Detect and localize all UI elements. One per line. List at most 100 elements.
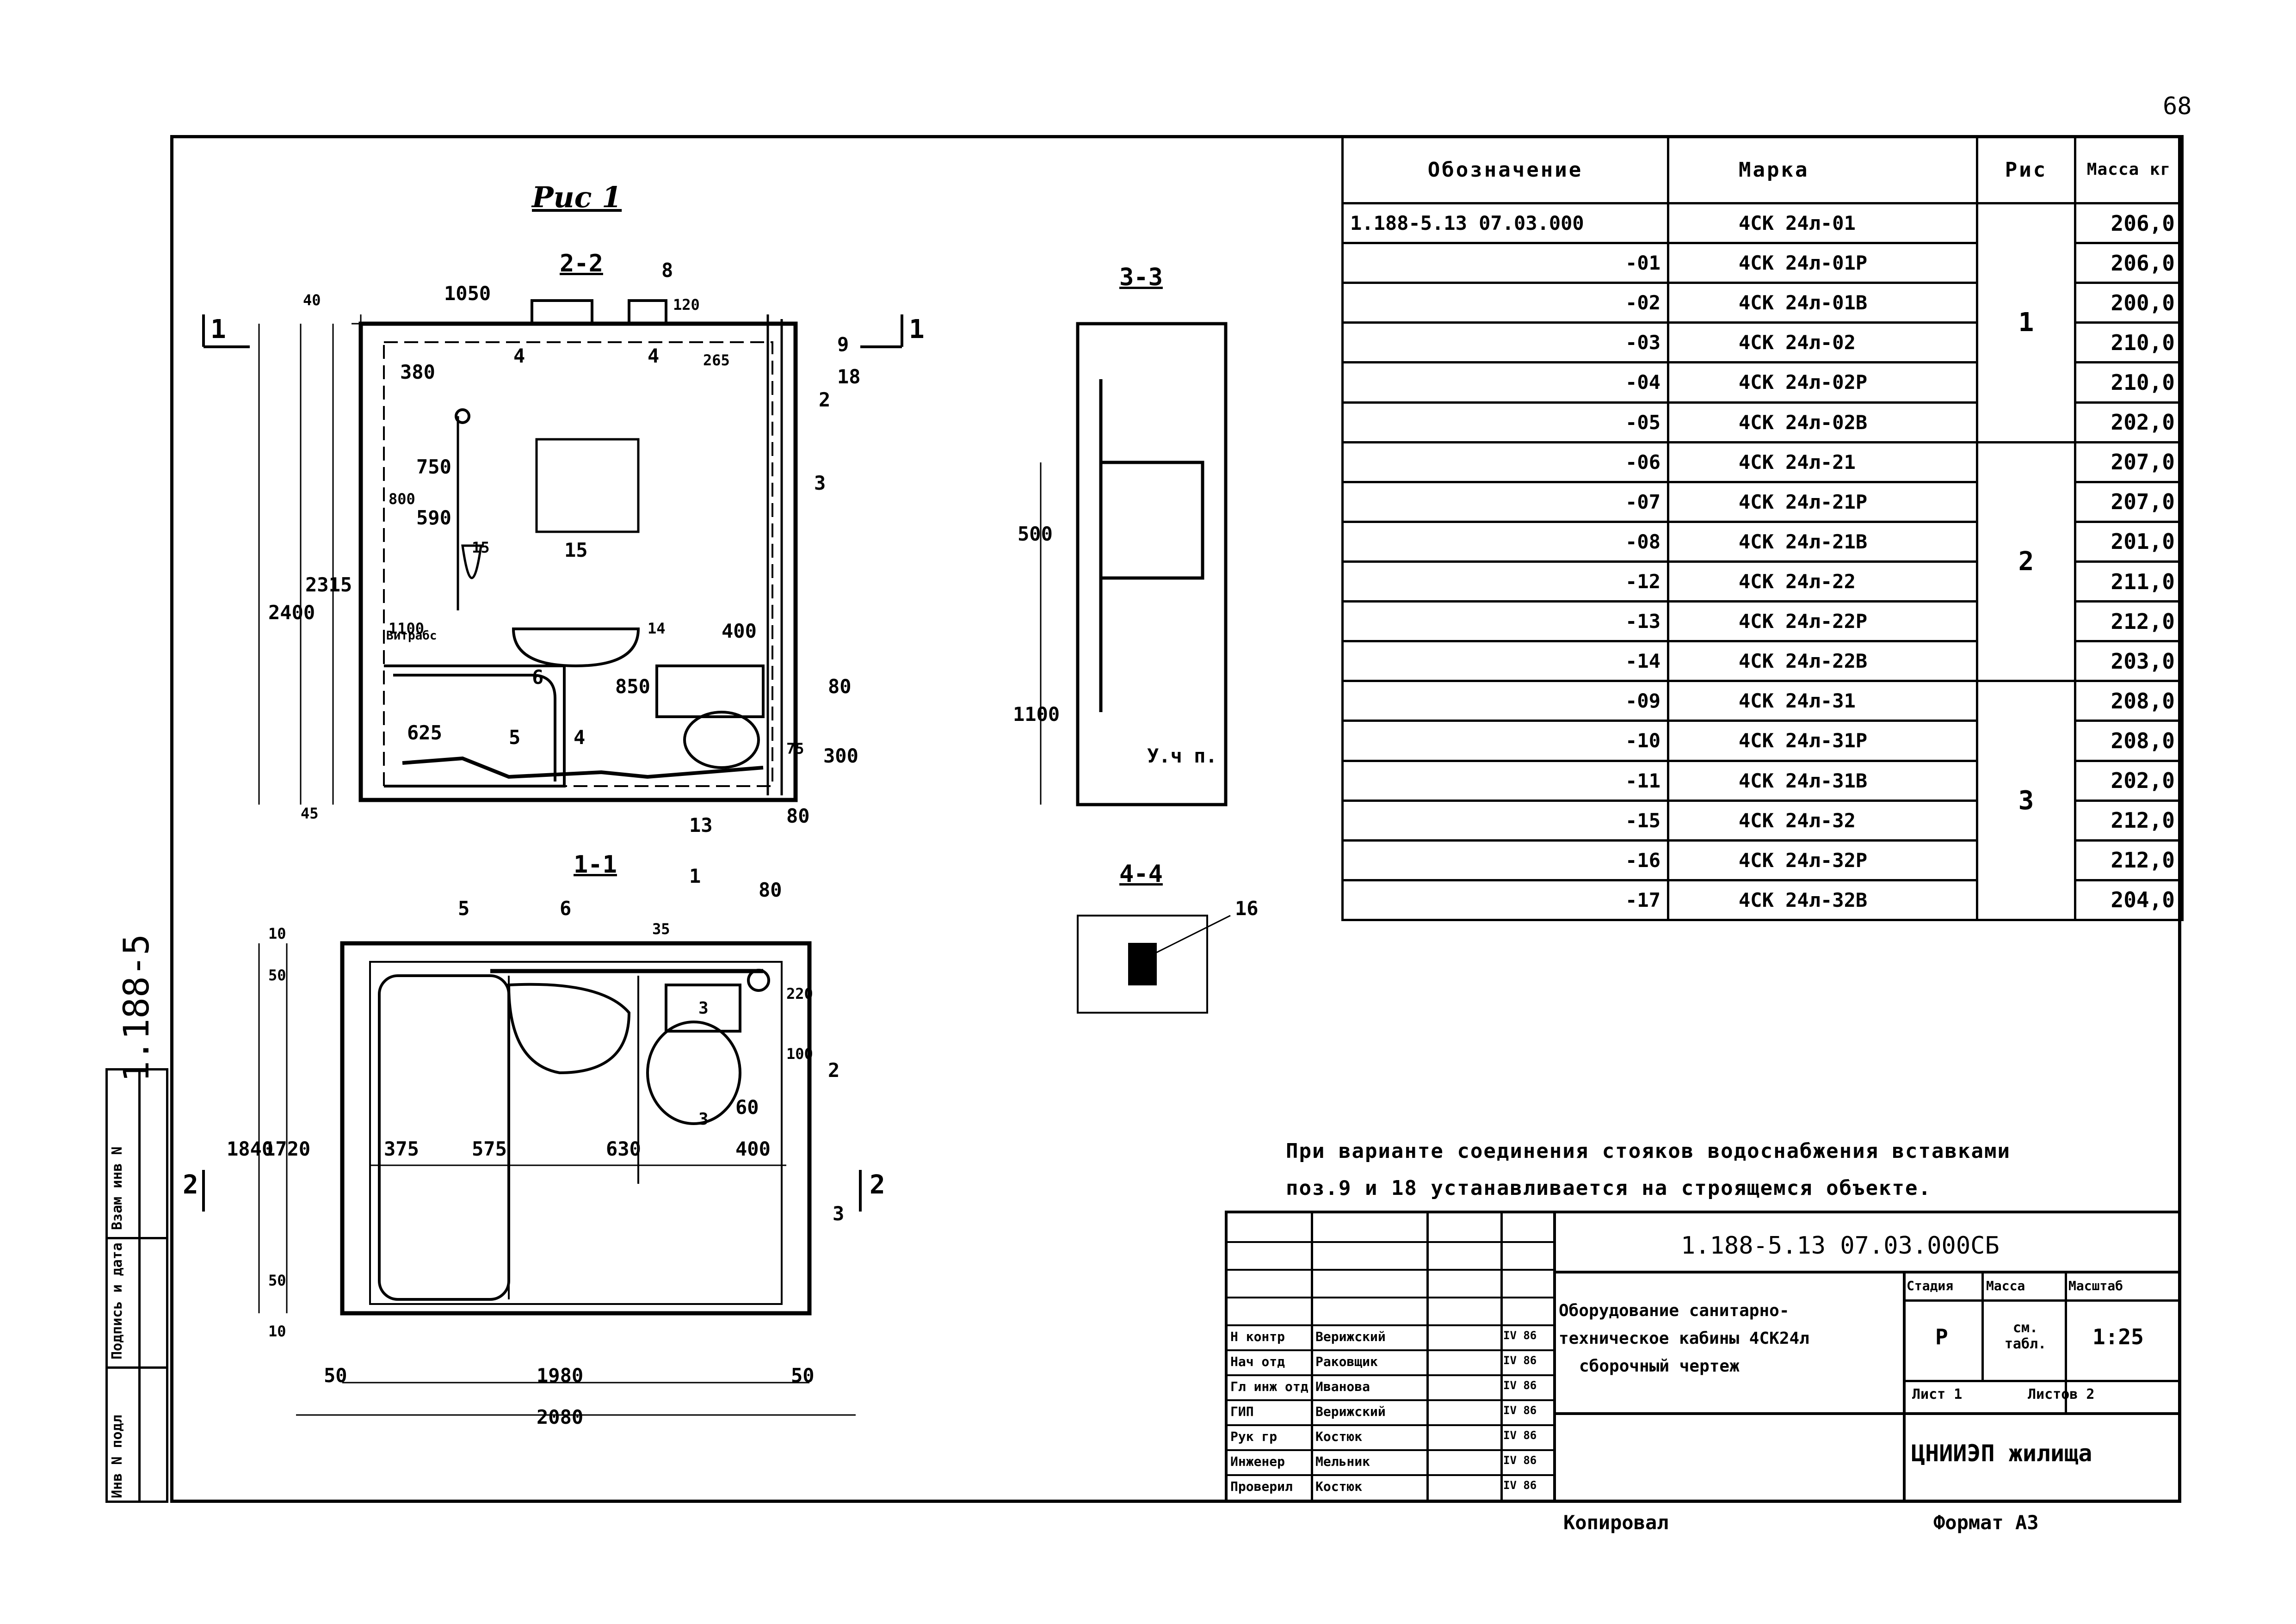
signer-date: IV 86	[1503, 1354, 1537, 1367]
row-mark: 4СК 24л-22	[1667, 560, 1978, 603]
stamp-vzam-inv: Взам инв N	[109, 1146, 125, 1230]
dim-label: 50	[791, 1364, 815, 1387]
callout: 2	[819, 388, 831, 411]
row-designation: -14	[1341, 640, 1669, 683]
row-mark: 4СК 24л-01Р	[1667, 242, 1978, 284]
callout: Витрабс	[386, 629, 437, 643]
row-designation: -04	[1341, 361, 1669, 404]
callout: 13	[689, 814, 713, 837]
col-header-mass: Масса кг	[2074, 135, 2184, 204]
row-mass: 206,0	[2074, 202, 2184, 245]
callout: 3	[814, 472, 826, 494]
row-mark: 4СК 24л-22В	[1667, 640, 1978, 683]
signer-role: Н контр	[1230, 1329, 1285, 1344]
signer-role: Инженер	[1230, 1454, 1285, 1469]
row-mark: 4СК 24л-21В	[1667, 520, 1978, 563]
callout: 8	[661, 259, 673, 282]
signer-name: Мельник	[1315, 1454, 1370, 1469]
organization: ЦНИИЭП жилища	[1911, 1440, 2092, 1467]
signer-role: Нач отд	[1230, 1354, 1285, 1369]
row-mark: 4СК 24л-01	[1667, 202, 1978, 245]
dim-label: 2315	[305, 573, 352, 596]
sheet-number: Лист 1	[1912, 1386, 1963, 1403]
row-mass: 210,0	[2074, 321, 2184, 364]
spec-header-row: Обозначение Марка Рис Масса кг	[1341, 135, 2184, 204]
dim-label: 10	[268, 1323, 286, 1340]
signer-name: Иванова	[1315, 1379, 1370, 1394]
dim-label: 1980	[537, 1364, 584, 1387]
scale-label: Масштаб	[2068, 1278, 2123, 1293]
dim-label: 50	[324, 1364, 347, 1387]
callout: 3	[698, 1110, 709, 1129]
dim-label: 625	[407, 721, 442, 744]
signer-role: Проверил	[1230, 1479, 1293, 1494]
signer-name: Раковщик	[1315, 1354, 1378, 1369]
dim-label: 375	[384, 1138, 419, 1160]
signer-name: Верижский	[1315, 1404, 1386, 1419]
signer-date: IV 86	[1503, 1404, 1537, 1417]
dim-label: 850	[615, 675, 650, 698]
dim-label: 590	[416, 506, 451, 529]
row-mark: 4СК 24л-32	[1667, 799, 1978, 842]
callout: 6	[560, 897, 572, 920]
note-line: поз.9 и 18 устанавливается на строящемся…	[1286, 1176, 1932, 1200]
dim-label: 1840	[227, 1138, 274, 1160]
dim-label: 80	[786, 805, 810, 827]
callout: 18	[837, 365, 861, 388]
copied-label: Копировал	[1563, 1511, 1669, 1534]
row-mass: 207,0	[2074, 441, 2184, 483]
signer-date: IV 86	[1503, 1429, 1537, 1442]
dim-label: 100	[786, 1045, 813, 1063]
side-label: 1.188-5	[116, 934, 157, 1082]
row-designation: -07	[1341, 480, 1669, 523]
callout: 3	[698, 999, 709, 1018]
dim-label: 400	[735, 1138, 771, 1160]
fig-title: Рис 1	[532, 180, 622, 214]
callout: 4	[513, 344, 525, 367]
row-mark: 4СК 24л-31В	[1667, 759, 1978, 802]
row-designation: -03	[1341, 321, 1669, 364]
dim-label: 35	[652, 920, 670, 938]
callout: 5	[509, 726, 521, 749]
callout: 14	[648, 620, 666, 637]
row-designation: -10	[1341, 720, 1669, 762]
row-fig: 1	[1976, 202, 2076, 443]
row-mass: 201,0	[2074, 520, 2184, 563]
row-mass: 212,0	[2074, 839, 2184, 881]
row-designation: -01	[1341, 242, 1669, 284]
row-designation: -15	[1341, 799, 1669, 842]
callout: 15	[564, 539, 588, 561]
dim-label: 80	[828, 675, 852, 698]
signer-name: Костюк	[1315, 1479, 1363, 1494]
section-4-4-title: 4-4	[1119, 860, 1163, 888]
callout: 1	[689, 865, 701, 887]
row-mass: 202,0	[2074, 759, 2184, 802]
row-mass: 212,0	[2074, 600, 2184, 643]
dim-label: 2080	[537, 1406, 584, 1428]
row-designation: -08	[1341, 520, 1669, 563]
callout: 2	[828, 1059, 840, 1082]
row-mass: 206,0	[2074, 242, 2184, 284]
row-mark: 4СК 24л-21Р	[1667, 480, 1978, 523]
row-mark: 4СК 24л-22Р	[1667, 600, 1978, 643]
page-number: 68	[2163, 92, 2192, 120]
row-fig: 2	[1976, 441, 2076, 683]
row-designation: 1.188-5.13 07.03.000	[1341, 202, 1669, 245]
dim-label: 800	[389, 490, 415, 508]
row-mass: 203,0	[2074, 640, 2184, 683]
section-3-3-title: 3-3	[1119, 264, 1163, 291]
row-designation: -06	[1341, 441, 1669, 483]
stamp-inv-podl: Инв N подл	[109, 1415, 125, 1498]
callout: 9	[837, 333, 849, 356]
signer-date: IV 86	[1503, 1379, 1537, 1392]
row-mass: 207,0	[2074, 480, 2184, 523]
row-fig: 3	[1976, 680, 2076, 921]
row-designation: -09	[1341, 680, 1669, 722]
